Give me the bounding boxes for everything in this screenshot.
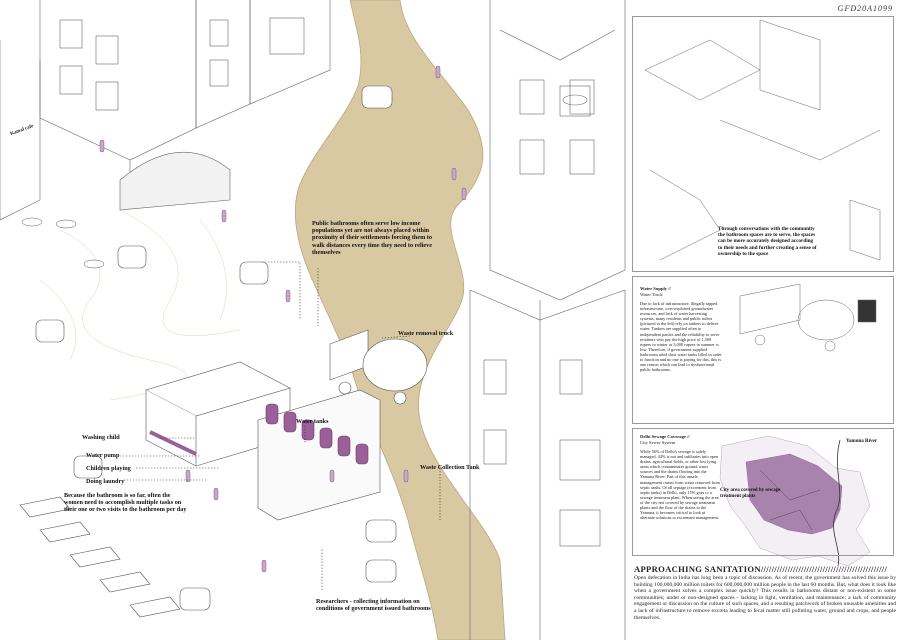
sewage-body: While 56% of Delhi's sewage is safely ma… [640, 449, 720, 521]
waste-truck-label: Waste removal truck [398, 330, 454, 337]
side-panel-sewage-frame [632, 428, 894, 556]
coverage-label: City area covered by sewage treatment pl… [720, 488, 781, 499]
waste-tank-label: Waste Collection Tank [420, 464, 480, 471]
public-bathrooms-callout: Public bathrooms often serve low income … [312, 220, 432, 256]
side-panel-community-frame [632, 16, 894, 272]
coverage-area [745, 453, 843, 535]
sandy-road [294, 0, 506, 640]
water-tanks-label: Water tanks [296, 418, 329, 425]
sewage-title: Delhi Sewage Coverage // [640, 434, 690, 439]
sheet-code: GFD20A1099 [837, 4, 893, 13]
water-supply-body: Due to lack of infrastructure, illegally… [640, 301, 722, 373]
yamuna-river-label: Yamuna River [846, 439, 877, 444]
community-text: Through conversations with the community… [718, 226, 817, 257]
water-supply-title: Water Supply // [640, 286, 671, 291]
washing-child-label: Washing child [82, 434, 120, 441]
intro-paragraph: Open defecation in India has long been a… [634, 575, 896, 621]
side-panel-water-frame [632, 276, 894, 424]
women-tasks-callout: Because the bathroom is so far, often th… [64, 492, 187, 514]
section-heading: APPROACHING SANITATION//////////////////… [634, 564, 888, 574]
doing-laundry-label: Doing laundry [86, 478, 125, 485]
researchers-callout: Researchers - collecting information on … [316, 598, 431, 613]
children-playing-label: Children playing [86, 465, 131, 472]
water-pump-label: Water pump [86, 452, 120, 459]
sewage-subtitle: City Sewer System [640, 440, 676, 445]
yamuna-river [833, 439, 841, 567]
water-supply-subtitle: Water Truck [640, 292, 663, 297]
